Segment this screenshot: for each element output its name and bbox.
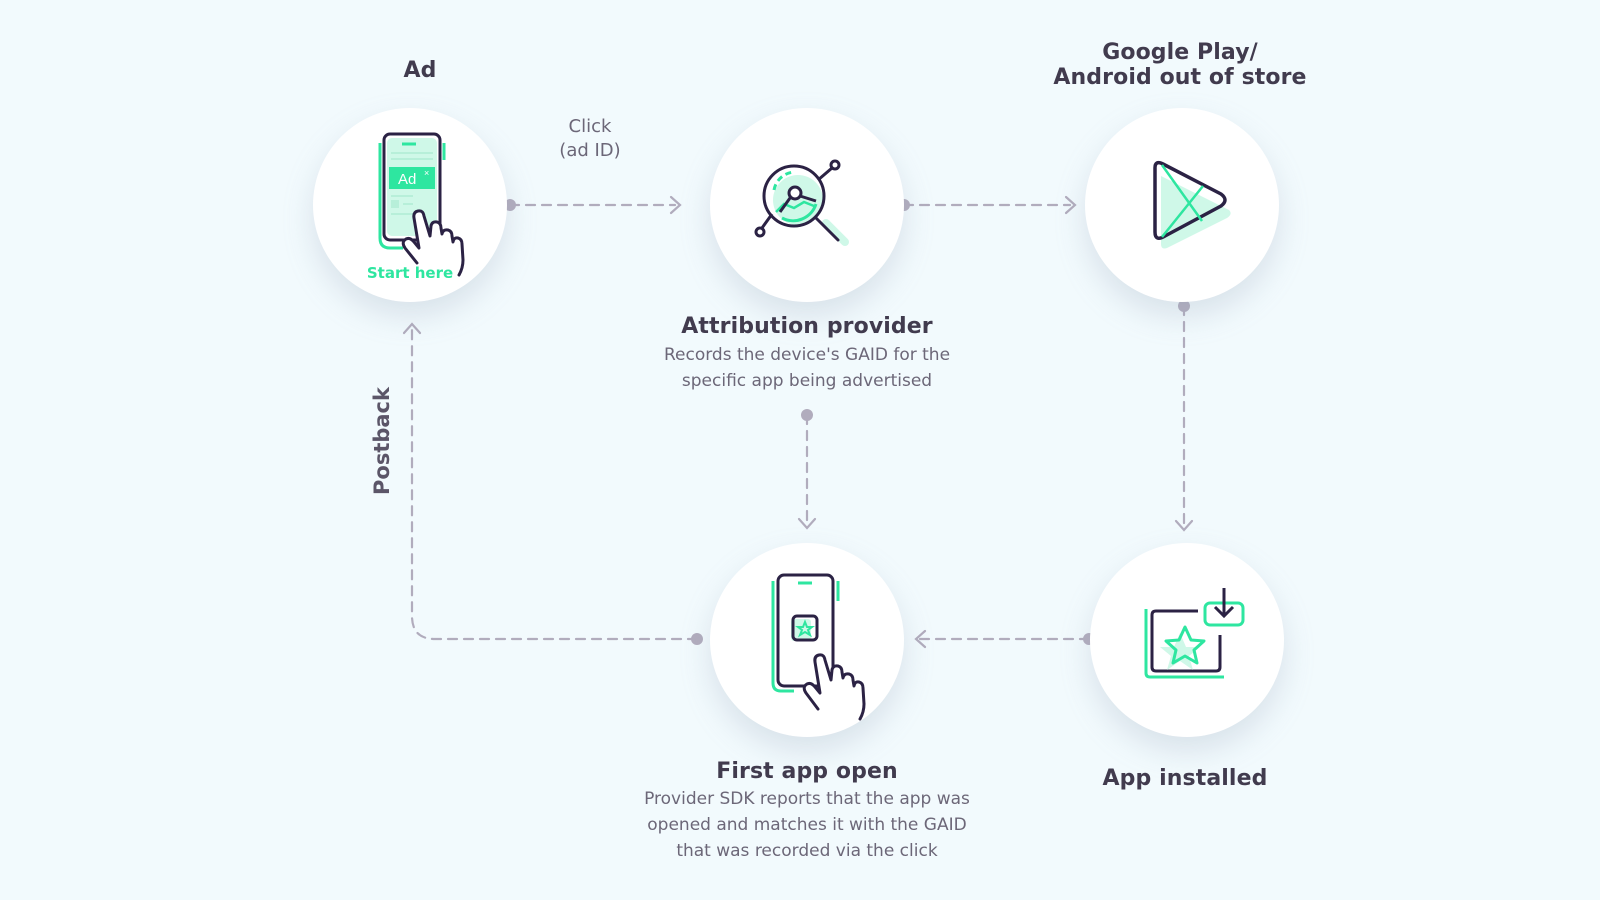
node-first-app-open [710,543,904,737]
edge-postback [402,322,699,641]
node-google-play [1085,108,1279,302]
store-title: Google Play/ Android out of store [1053,40,1307,90]
edge-store-to-installed [1174,304,1194,532]
edge-installed-to-first-open [914,629,1091,649]
start-here-label: Start here [366,264,454,282]
node-attribution-provider [710,108,904,302]
play-store-icon [1153,160,1231,249]
app-installed-title: App installed [1102,766,1268,791]
app-download-star-icon [1144,588,1245,679]
phone-app-tap-icon [771,573,866,721]
ad-title: Ad [403,58,437,83]
attribution-provider-title: Attribution provider [681,314,933,339]
node-ad: Ad × Start here [313,108,507,302]
edge-ad-to-attribution [508,195,682,215]
click-label: Click [568,116,612,137]
click-edge-label: Click (ad ID) [545,115,635,163]
edge-attribution-to-first-open [797,413,817,530]
ad-badge: Ad [398,171,416,188]
ad-id-label: (ad ID) [559,140,621,161]
edge-attribution-to-store [902,195,1077,215]
svg-text:×: × [424,168,429,178]
phone-ad-tap-icon: Ad × [378,132,465,277]
magnifier-analytics-icon [754,159,849,246]
attribution-provider-description: Records the device's GAID for the specif… [663,345,951,391]
first-app-open-title: First app open [716,759,898,784]
node-app-installed [1090,543,1284,737]
postback-label: Postback [370,387,394,495]
first-app-open-description: Provider SDK reports that the app was op… [644,789,970,861]
